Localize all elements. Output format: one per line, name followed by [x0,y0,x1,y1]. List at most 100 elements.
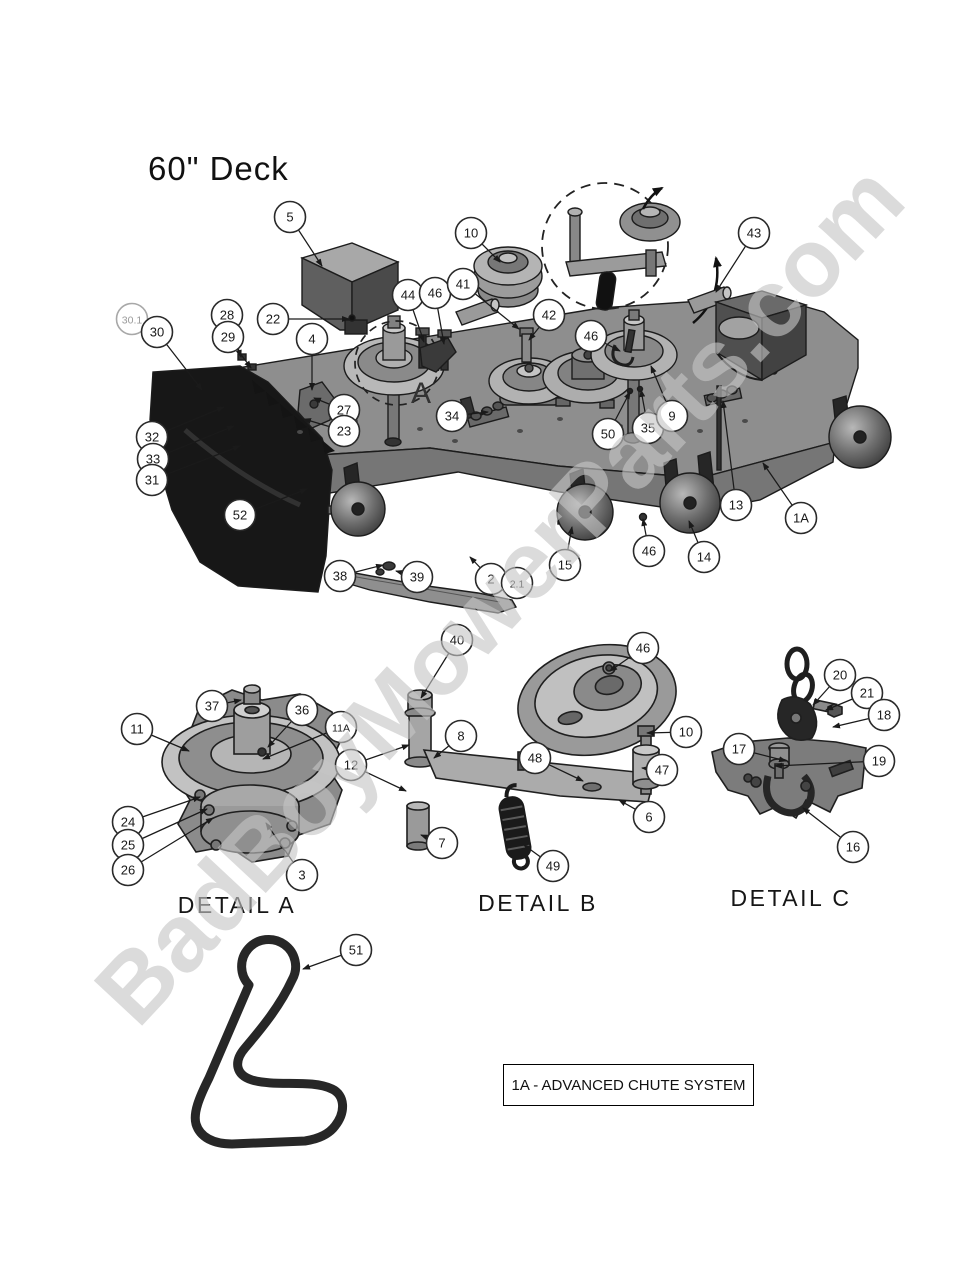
anti-scalp-wheels [327,385,892,541]
svg-text:46: 46 [636,641,650,656]
svg-text:46: 46 [428,286,442,301]
callout-13: 13 [719,488,753,522]
callout-49: 49 [536,849,570,883]
callout-17: 17 [722,732,756,766]
callout-18: 18 [867,698,901,732]
svg-text:2.1: 2.1 [510,579,525,591]
svg-text:8: 8 [457,729,464,744]
svg-text:38: 38 [333,569,347,584]
callout-48: 48 [518,741,552,775]
callout-21: 21 [850,676,884,710]
svg-text:24: 24 [121,815,135,830]
svg-text:46: 46 [642,544,656,559]
svg-text:35: 35 [641,421,655,436]
svg-text:34: 34 [445,409,459,424]
svg-text:11: 11 [130,722,144,737]
baffle-teeth [252,380,335,454]
svg-text:27: 27 [337,403,351,418]
callout-46: 46 [632,534,666,568]
svg-text:2: 2 [487,572,494,587]
callout-10: 10 [669,715,703,749]
svg-text:22: 22 [266,312,280,327]
page-title: 60" Deck [148,150,289,187]
svg-text:49: 49 [546,859,560,874]
leader-26 [127,817,214,871]
svg-text:44: 44 [401,288,415,303]
advanced-chute-note: 1A - ADVANCED CHUTE SYSTEM [503,1064,754,1106]
idler-arm-assembly-upper [565,202,681,311]
svg-text:52: 52 [233,508,247,523]
callout-30: 30 [140,315,174,349]
callout-1A: 1A [784,501,818,535]
callout-38: 38 [323,559,357,593]
svg-text:43: 43 [747,226,761,241]
callout-3: 3 [285,858,319,892]
svg-text:16: 16 [846,840,860,855]
callout-46: 46 [418,276,452,310]
callout-47: 47 [645,753,679,787]
svg-text:18: 18 [877,708,891,723]
callout-20: 20 [823,658,857,692]
svg-text:37: 37 [205,699,219,714]
callout-6: 6 [632,800,666,834]
callout-10: 10 [454,216,488,250]
svg-text:19: 19 [872,754,886,769]
belt-cover [300,242,400,335]
svg-text:9: 9 [668,409,675,424]
svg-text:3: 3 [298,868,305,883]
advanced-chute-note-text: 1A - ADVANCED CHUTE SYSTEM [511,1076,746,1094]
callout-37: 37 [195,689,229,723]
callout-36: 36 [285,693,319,727]
svg-text:10: 10 [464,226,478,241]
callout-26: 26 [111,853,145,887]
svg-text:33: 33 [146,452,160,467]
callout-22: 22 [256,302,290,336]
svg-text:20: 20 [833,668,847,683]
callout-12: 12 [334,748,368,782]
callout-9: 9 [655,399,689,433]
svg-text:50: 50 [601,427,615,442]
svg-text:6: 6 [645,810,652,825]
callout-43: 43 [737,216,771,250]
label-detail-a: DETAIL A [178,892,296,918]
leader-13 [720,400,737,506]
svg-text:11A: 11A [332,723,350,735]
callout-50: 50 [591,417,625,451]
svg-text:47: 47 [655,763,669,778]
callout-14: 14 [687,540,721,574]
svg-text:41: 41 [456,277,470,292]
svg-text:12: 12 [344,758,358,773]
svg-text:14: 14 [697,550,711,565]
callout-16: 16 [836,830,870,864]
svg-text:40: 40 [450,633,464,648]
svg-text:26: 26 [121,863,135,878]
detail-b-illustration [404,643,677,871]
callout-35: 35 [631,411,665,445]
svg-text:15: 15 [558,558,572,573]
callout-4: 4 [295,322,329,356]
svg-text:32: 32 [145,430,159,445]
callout-23: 23 [327,414,361,448]
svg-text:39: 39 [410,570,424,585]
svg-text:13: 13 [729,498,743,513]
label-detail-b: DETAIL B [478,890,598,916]
svg-text:42: 42 [542,308,556,323]
callout-40: 40 [440,623,474,657]
callout-15: 15 [548,548,582,582]
svg-text:10: 10 [679,725,693,740]
callout-44: 44 [391,278,425,312]
svg-text:36: 36 [295,703,309,718]
svg-text:23: 23 [337,424,351,439]
callout-34: 34 [435,399,469,433]
svg-text:46: 46 [584,329,598,344]
svg-text:4: 4 [308,332,315,347]
hardware-kit-13 [703,385,743,407]
leader-19 [774,760,880,769]
callout-31: 31 [135,463,169,497]
svg-text:28: 28 [220,308,234,323]
pulley-10-upper [473,246,543,308]
letter-ref-A: A [411,377,431,410]
